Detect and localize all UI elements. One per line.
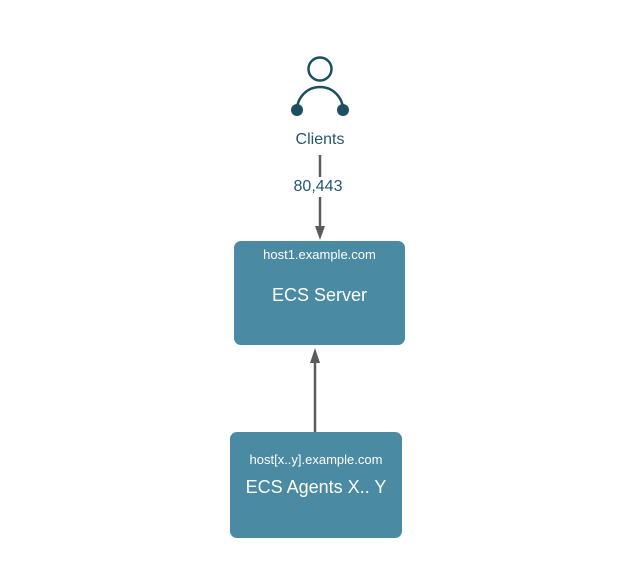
person-arms-arc-icon xyxy=(295,85,345,111)
up-arrowhead-icon xyxy=(310,348,320,363)
down-arrowhead-icon xyxy=(315,226,325,240)
ecs-agents-title: ECS Agents X.. Y xyxy=(245,477,387,497)
clients-to-server-arrow xyxy=(315,155,325,240)
clients-label: Clients xyxy=(295,131,345,148)
ecs-server-node: host1.example.com ECS Server xyxy=(234,241,405,345)
person-head-icon xyxy=(307,56,333,82)
ecs-agents-hostname: host[x..y].example.com xyxy=(249,452,383,467)
port-label: 80,443 xyxy=(288,177,348,197)
person-right-dot-icon xyxy=(337,104,349,116)
agents-to-server-arrow xyxy=(310,348,320,432)
ecs-agents-node: host[x..y].example.com ECS Agents X.. Y xyxy=(230,432,402,538)
person-left-dot-icon xyxy=(291,104,303,116)
ecs-server-hostname: host1.example.com xyxy=(263,247,376,262)
clients-person-icon xyxy=(291,56,349,116)
ecs-server-title: ECS Server xyxy=(271,285,368,305)
